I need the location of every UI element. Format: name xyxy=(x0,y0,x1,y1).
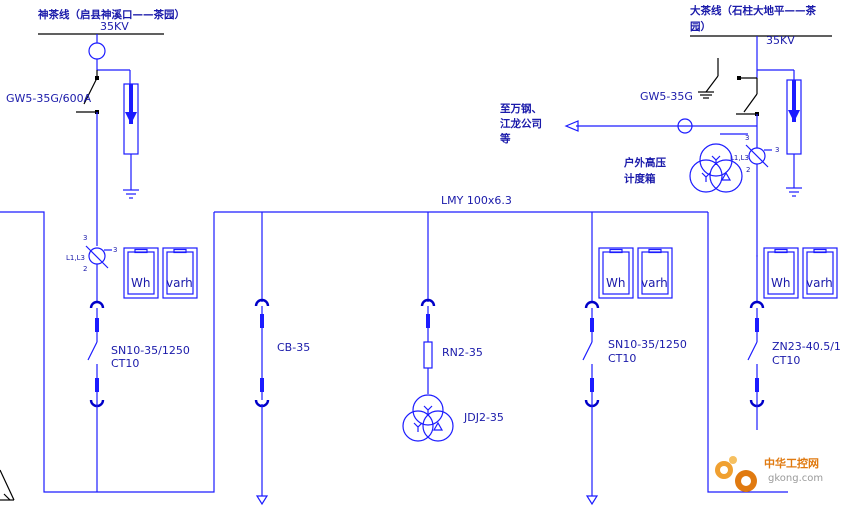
left-wh-label: Wh xyxy=(131,276,150,290)
feeder-wh-label: Wh xyxy=(606,276,625,290)
left-breaker-model: SN10-35/1250 xyxy=(111,344,190,357)
fuse-label: RN2-35 xyxy=(442,346,483,359)
right-feeder-title-2: 园） xyxy=(690,20,711,33)
feeder-varh-label: varh xyxy=(641,276,668,290)
cb-breaker-icon xyxy=(254,298,270,408)
right-earthing-switch-icon xyxy=(698,58,757,99)
left-ct-2-label: 2 xyxy=(83,265,87,273)
feeder-breaker-icon xyxy=(581,300,600,408)
metering-ct-3: 3 xyxy=(745,134,749,142)
outgoing-tap-meter-icon xyxy=(677,118,693,134)
metering-ct-3b: 3 xyxy=(775,146,779,154)
gear-icon xyxy=(715,456,757,492)
left-feeder-ct-icon xyxy=(88,42,106,60)
left-section-outline xyxy=(0,211,215,493)
cb-label: CB-35 xyxy=(277,341,310,354)
outgoing-label-2: 江龙公司 xyxy=(500,117,542,130)
metering-ct-2: 2 xyxy=(746,166,750,174)
outgoing-tap-arrow-icon xyxy=(564,120,579,132)
left-breaker-mechanism: CT10 xyxy=(111,357,139,370)
right-wh-meter-icon xyxy=(763,247,799,299)
right-isolator-icon xyxy=(736,78,759,116)
feeder-breaker-model: SN10-35/1250 xyxy=(608,338,687,351)
left-ct-taps-label: L1,L3 xyxy=(66,254,85,262)
watermark: 中华工控网 gkong.com xyxy=(715,456,823,492)
cb-outgoing-arrow-icon xyxy=(255,495,269,506)
watermark-brand: 中华工控网 xyxy=(764,456,819,470)
feeder-outgoing-arrow-icon xyxy=(585,495,599,506)
right-section-outline xyxy=(707,212,788,493)
left-wh-meter-icon xyxy=(123,247,159,299)
left-metering-ct-icon xyxy=(85,245,112,269)
corner-hatch xyxy=(0,469,15,501)
left-varh-label: varh xyxy=(166,276,193,290)
metering-box-ct-icon xyxy=(745,144,772,168)
metering-box-transformer-icon xyxy=(689,143,743,193)
right-breaker-model: ZN23-40.5/1 xyxy=(772,340,841,353)
busbar-label: LMY 100x6.3 xyxy=(441,194,512,207)
left-feeder-title: 神茶线（启县神溪口——茶园） xyxy=(38,8,185,21)
left-isolator-label: GW5-35G/600A xyxy=(6,92,92,105)
left-incomer-breaker-icon xyxy=(86,300,105,408)
outgoing-label-1: 至万钢、 xyxy=(500,102,542,115)
feeder-wh-meter-icon xyxy=(598,247,634,299)
pt-transformer-icon xyxy=(402,394,454,442)
right-feeder-title-1: 大茶线（石柱大地平——茶 xyxy=(690,4,816,17)
pt-label: JDJ2-35 xyxy=(463,411,504,424)
right-breaker-mechanism: CT10 xyxy=(772,354,800,367)
right-incomer-breaker-icon xyxy=(746,300,765,408)
watermark-url: gkong.com xyxy=(768,473,823,484)
right-varh-meter-icon xyxy=(802,247,838,299)
right-varh-label: varh xyxy=(806,276,833,290)
right-ground-icon xyxy=(786,187,802,197)
metering-ct-taps: L1,L3 xyxy=(730,154,749,162)
feeder-breaker-mechanism: CT10 xyxy=(608,352,636,365)
right-isolator-label: GW5-35G xyxy=(640,90,693,103)
pt-plug-icon xyxy=(420,298,436,342)
right-surge-arrester-icon xyxy=(786,79,802,155)
left-surge-arrester-icon xyxy=(123,83,139,155)
feeder-varh-meter-icon xyxy=(637,247,673,299)
right-wh-label: Wh xyxy=(771,276,790,290)
left-ct-3b-label: 3 xyxy=(113,246,117,254)
metering-box-label-1: 户外高压 xyxy=(623,156,666,169)
left-ct-3-label: 3 xyxy=(83,234,87,242)
left-feeder-voltage: 35KV xyxy=(100,20,129,33)
metering-box-label-2: 计度箱 xyxy=(624,172,656,185)
outgoing-label-3: 等 xyxy=(499,132,511,145)
right-feeder-voltage: 35KV xyxy=(766,34,795,47)
left-varh-meter-icon xyxy=(162,247,198,299)
left-ground-icon xyxy=(123,189,139,199)
pt-fuse-icon xyxy=(423,341,433,369)
